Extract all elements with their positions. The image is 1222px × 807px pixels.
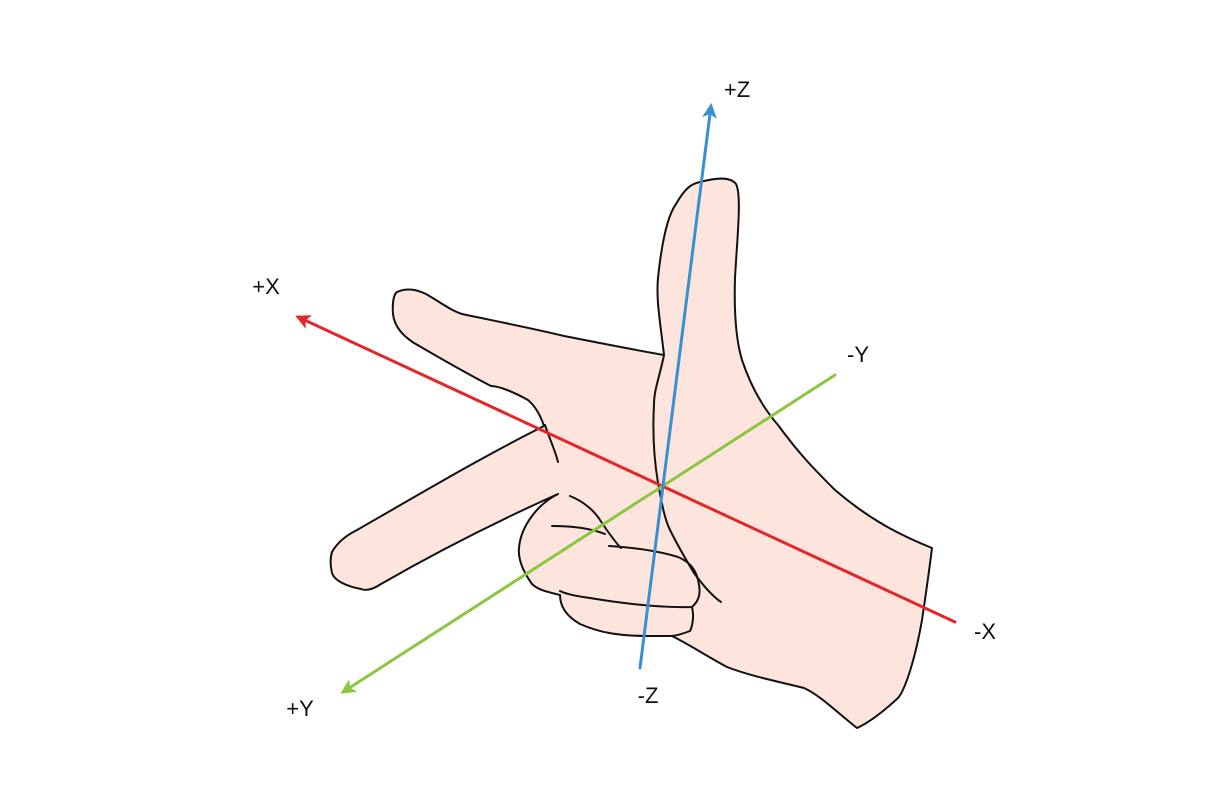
minus-z-label: -Z	[637, 683, 659, 708]
index-joint-line	[544, 424, 559, 463]
minus-y-label: -Y	[847, 342, 869, 367]
hand-outline	[329, 177, 933, 729]
z-axis-line	[638, 103, 717, 670]
plus-x-label: +X	[252, 274, 280, 299]
axes	[295, 103, 957, 694]
folded-finger-tip-line	[669, 606, 695, 637]
x-axis-line	[295, 315, 957, 624]
fist-crease-short	[551, 525, 606, 535]
minus-x-label: -X	[974, 619, 996, 644]
y-axis-line	[340, 373, 837, 694]
hand-illustration	[329, 177, 933, 729]
fist-crease-line	[569, 495, 622, 549]
plus-z-label: +Z	[723, 77, 751, 102]
plus-y-label: +Y	[286, 696, 314, 721]
folded-finger-line	[559, 545, 701, 609]
